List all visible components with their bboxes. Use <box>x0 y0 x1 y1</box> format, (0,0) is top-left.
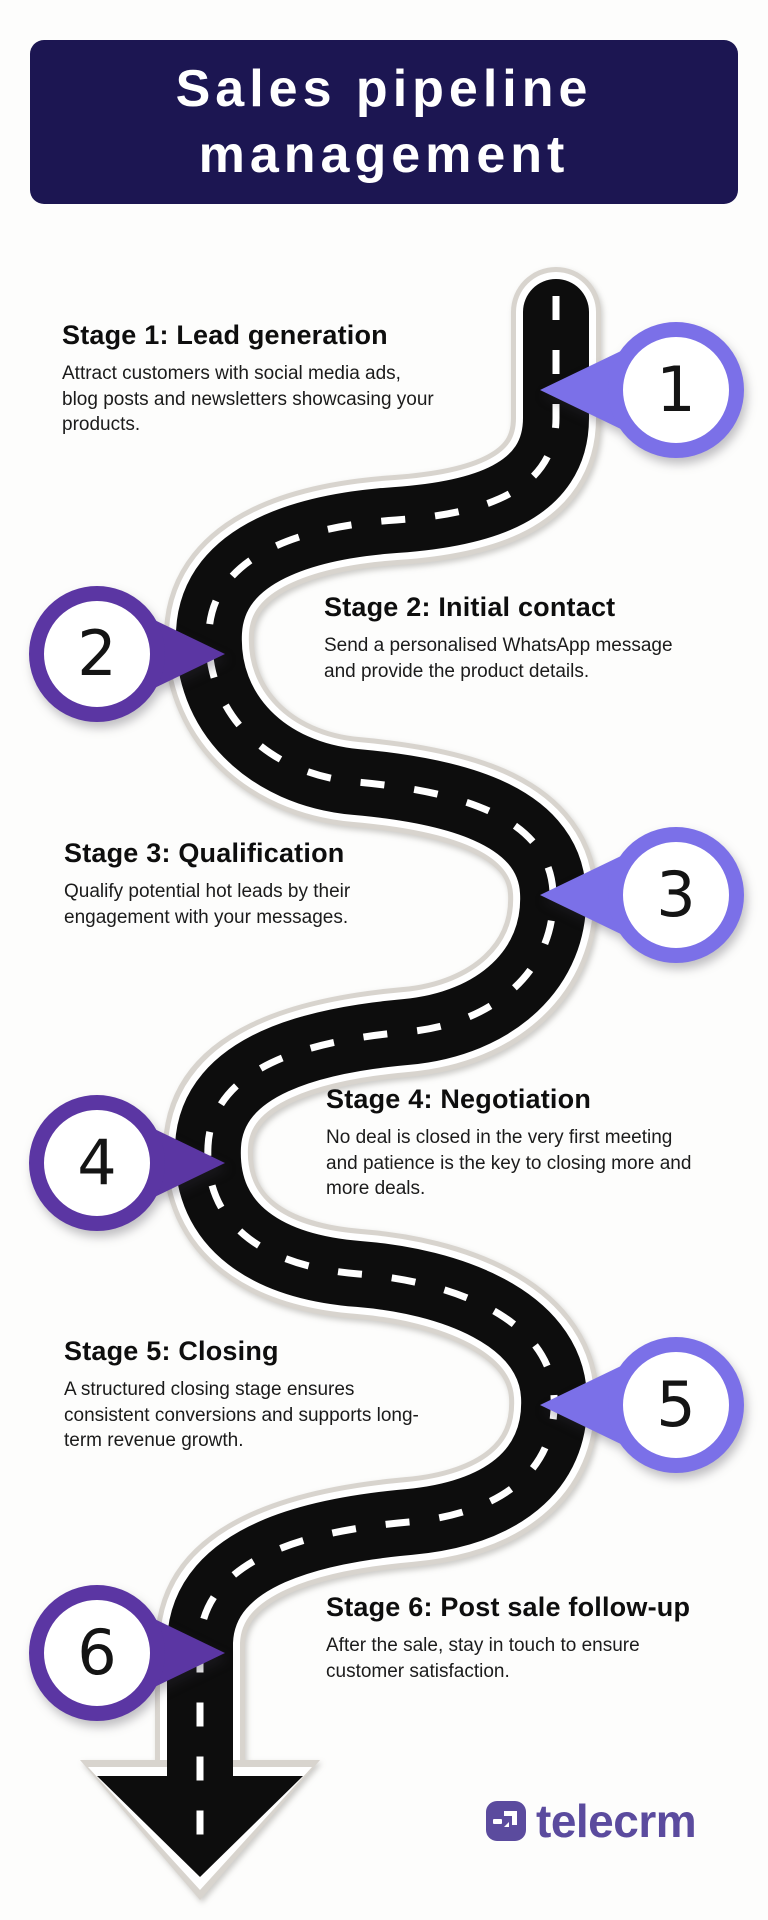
telecrm-logo-icon <box>486 1801 526 1841</box>
stage-4-description: No deal is closed in the very first meet… <box>326 1127 692 1199</box>
stage-5-block: Stage 5: Closing A structured closing st… <box>64 1336 456 1454</box>
pin-3-number: 3 <box>656 858 696 931</box>
stage-2-title: Stage 2: Initial contact <box>324 592 616 622</box>
stage-4-block: Stage 4: Negotiation No deal is closed i… <box>326 1084 738 1202</box>
stage-5-description: A structured closing stage ensures consi… <box>64 1379 419 1451</box>
stage-6-description: After the sale, stay in touch to ensure … <box>326 1635 640 1682</box>
pin-marker-4: 4 <box>29 1095 225 1231</box>
stage-1-description: Attract customers with social media ads,… <box>62 363 434 435</box>
brand-logo-text: telecrm <box>536 1795 697 1847</box>
brand-logo: telecrm <box>486 1794 697 1848</box>
pin-marker-1: 1 <box>540 322 744 458</box>
road-center-dashes <box>196 296 560 1854</box>
stage-1-title: Stage 1: Lead generation <box>62 320 388 350</box>
page-title-line1: Sales pipeline <box>175 60 593 118</box>
stage-1-block: Stage 1: Lead generation Attract custome… <box>62 320 462 438</box>
stage-3-block: Stage 3: Qualification Qualify potential… <box>64 838 434 930</box>
pin-1-number: 1 <box>656 353 696 426</box>
pin-2-bubble: 2 <box>29 586 165 722</box>
pin-marker-3: 3 <box>540 827 744 963</box>
pin-marker-5: 5 <box>540 1337 744 1473</box>
pin-6-number: 6 <box>77 1616 117 1689</box>
stage-2-description: Send a personalised WhatsApp message and… <box>324 635 673 682</box>
pin-6-bubble: 6 <box>29 1585 165 1721</box>
stage-2-block: Stage 2: Initial contact Send a personal… <box>324 592 724 684</box>
pin-4-bubble: 4 <box>29 1095 165 1231</box>
stage-6-title: Stage 6: Post sale follow-up <box>326 1592 691 1622</box>
title-banner: Sales pipeline management <box>30 40 738 204</box>
pin-marker-2: 2 <box>29 586 225 722</box>
page-title-line2: management <box>198 126 570 184</box>
pin-2-number: 2 <box>77 617 117 690</box>
stage-5-title: Stage 5: Closing <box>64 1336 279 1366</box>
pin-5-bubble: 5 <box>608 1337 744 1473</box>
stage-6-block: Stage 6: Post sale follow-up After the s… <box>326 1592 746 1684</box>
pin-marker-6: 6 <box>29 1585 225 1721</box>
pin-5-number: 5 <box>656 1368 696 1441</box>
stage-3-description: Qualify potential hot leads by their eng… <box>64 881 351 928</box>
pin-3-bubble: 3 <box>608 827 744 963</box>
stage-3-title: Stage 3: Qualification <box>64 838 345 868</box>
pin-1-bubble: 1 <box>608 322 744 458</box>
pin-4-number: 4 <box>77 1126 117 1199</box>
stage-4-title: Stage 4: Negotiation <box>326 1084 592 1114</box>
